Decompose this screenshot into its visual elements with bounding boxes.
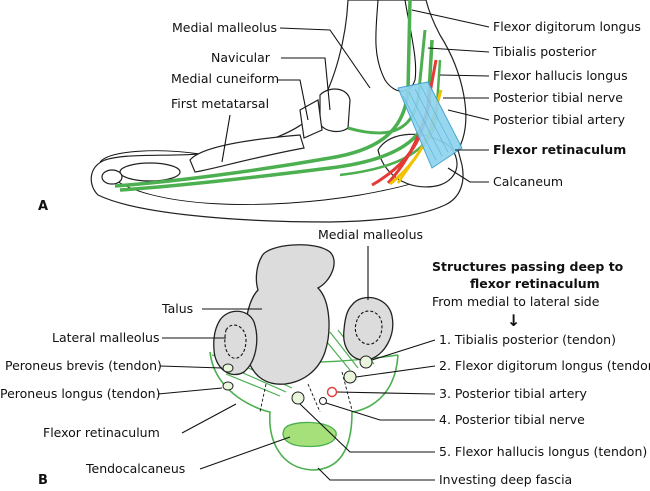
label-posterior-tibial-artery-a: Posterior tibial artery [493,112,626,127]
subheading: From medial to lateral side [432,294,600,309]
leader-tendocalcaneus [199,436,291,470]
leader-fdl-a [411,9,490,28]
leader-flexor-retinaculum-b [181,403,237,434]
tendocalcaneus-shape [282,421,337,448]
label-investing-deep-fascia: Investing deep fascia [439,472,572,487]
leader-medial-cuneiform [277,79,309,121]
leader-structure-4 [325,402,435,421]
leader-tp-a [427,47,490,53]
label-medial-malleolus-b: Medial malleolus [318,227,423,242]
label-medial-cuneiform: Medial cuneiform [171,71,279,86]
label-flexor-hallucis-longus-a: Flexor hallucis longus [493,68,628,83]
retinaculum-hatch [402,85,455,161]
tendon-fdl [114,0,412,188]
structure-2: 2. Flexor digitorum longus (tendon) [439,358,650,373]
label-calcaneum: Calcaneum [493,174,563,189]
heading-line-2: flexor retinaculum [470,276,600,291]
leader-fhl-a [439,74,490,77]
talus-bone [244,244,335,385]
leader-peroneus-brevis [159,365,223,369]
leader-structure-1 [371,339,436,361]
label-flexor-retinaculum-a: Flexor retinaculum [493,142,626,157]
panel-a-drawing [90,0,467,223]
label-peroneus-brevis: Peroneus brevis (tendon) [5,358,162,373]
leader-first-metatarsal [221,114,231,163]
nerve-4 [319,397,327,405]
structure-1: 1. Tibialis posterior (tendon) [439,332,616,347]
tendon-1-tibialis-posterior [359,355,373,369]
first-metatarsal-bone [189,134,305,173]
down-arrow-icon: ↓ [507,311,520,330]
lateral-malleolus-dashed [224,324,247,359]
flexor-retinaculum-band [397,81,463,169]
heading-line-1: Structures passing deep to [432,259,624,274]
label-tibialis-posterior-a: Tibialis posterior [492,44,597,59]
label-first-metatarsal: First metatarsal [171,96,269,111]
phalanx-distal [101,169,123,185]
leader-peroneus-longus [157,387,223,395]
leader-structure-3 [336,391,436,395]
lateral-malleolus-bone [213,310,258,376]
septum-mid [307,383,321,413]
medial-malleolus-bone [343,296,394,361]
leader-navicular [281,57,331,111]
leader-structure-5 [299,403,435,453]
label-flexor-retinaculum-b: Flexor retinaculum [43,425,160,440]
peroneus-longus-tendon [222,381,234,391]
label-medial-malleolus-a: Medial malleolus [172,20,277,35]
leader-investing-deep-fascia [317,467,435,481]
peroneus-brevis-tendon [222,363,234,373]
label-talus: Talus [161,301,193,316]
tendon-2-fdl [343,370,357,384]
vessel-3-artery [326,386,338,398]
phalanx-proximal [119,162,181,182]
foot-outline [90,0,467,223]
label-lateral-malleolus: Lateral malleolus [52,330,160,345]
label-flexor-digitorum-longus-a: Flexor digitorum longus [493,19,641,34]
structure-3: 3. Posterior tibial artery [439,386,588,401]
structure-4: 4. Posterior tibial nerve [439,412,585,427]
medial-malleolus-dashed [354,310,383,345]
panel-b-drawing [209,244,399,471]
leader-structure-2 [355,365,436,378]
panel-b-label: B [38,473,48,488]
label-posterior-tibial-nerve-a: Posterior tibial nerve [493,90,623,105]
label-peroneus-longus: Peroneus longus (tendon) [0,386,160,401]
leader-medial-malleolus-a [279,27,371,89]
toe-outline [99,150,201,163]
leader-calcaneum [447,167,489,183]
leader-artery-a [447,109,490,121]
structure-5: 5. Flexor hallucis longus (tendon) [439,444,647,459]
tendon-5-fhl [291,391,305,405]
navicular-bone [319,88,351,133]
label-navicular: Navicular [211,50,271,65]
panel-a-label: A [38,199,48,214]
label-tendocalcaneus: Tendocalcaneus [85,461,185,476]
investing-deep-fascia-outline [209,351,399,471]
